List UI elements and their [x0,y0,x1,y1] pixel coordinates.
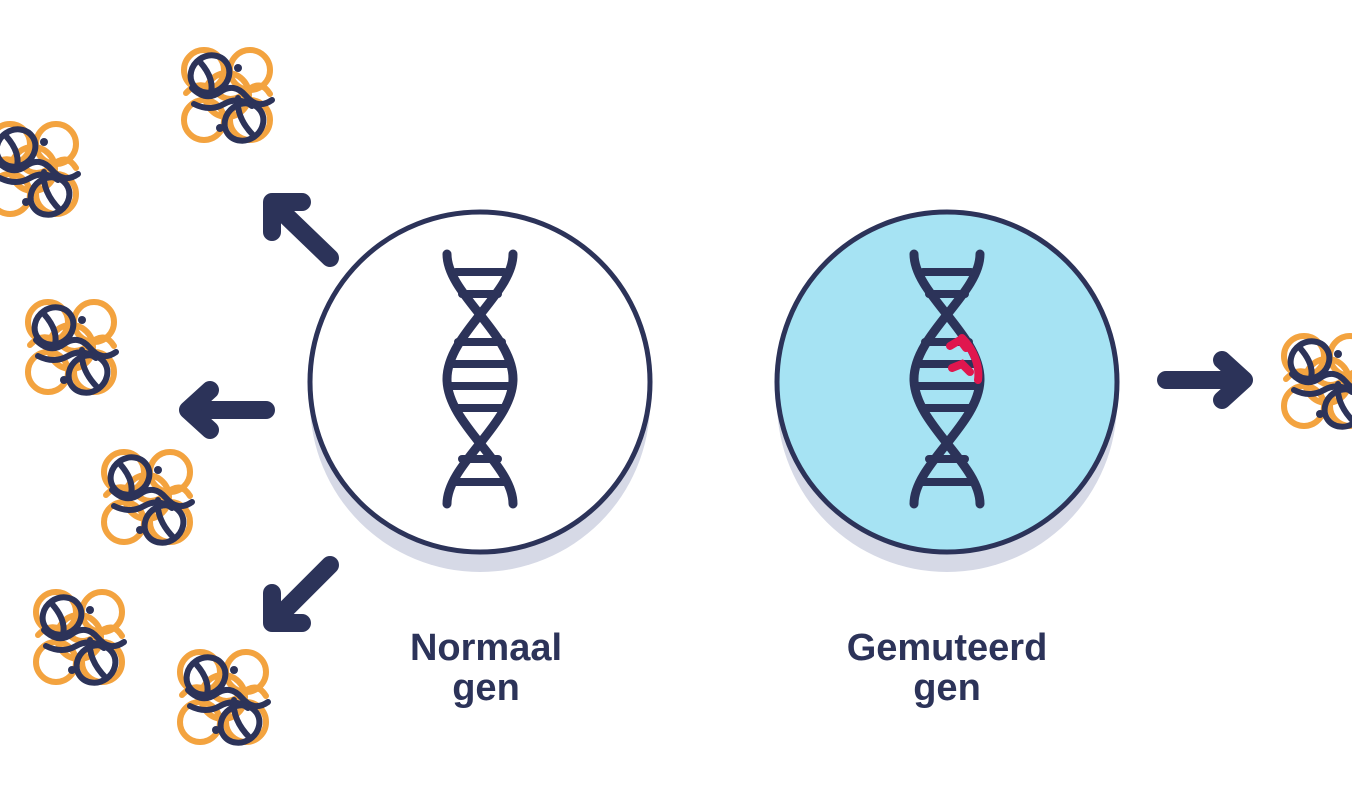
protein-icon [35,590,124,690]
mutated-gene [777,212,1117,572]
normal-gene-label-line2: gen [336,668,636,708]
arrow-left-icon [188,390,266,430]
protein-icon [27,300,116,400]
mutated-gene-label-line2: gen [797,668,1097,708]
mutated-gene-label-line1: Gemuteerd [797,628,1097,668]
protein-icon [179,650,268,750]
normal-gene [310,212,650,572]
arrow-right-icon [1166,360,1244,400]
normal-proteins [0,48,272,750]
protein-icon [183,48,272,148]
arrow-down-left-icon [272,565,330,623]
normal-output-arrows [188,202,330,623]
mutated-gene-label: Gemuteerd gen [797,628,1097,708]
arrow-up-left-icon [272,202,330,258]
mutated-proteins [1283,334,1352,434]
normal-gene-label-line1: Normaal [336,628,636,668]
protein-icon [103,450,192,550]
normal-gene-label: Normaal gen [336,628,636,708]
protein-icon [0,122,78,222]
protein-icon [1283,334,1352,434]
